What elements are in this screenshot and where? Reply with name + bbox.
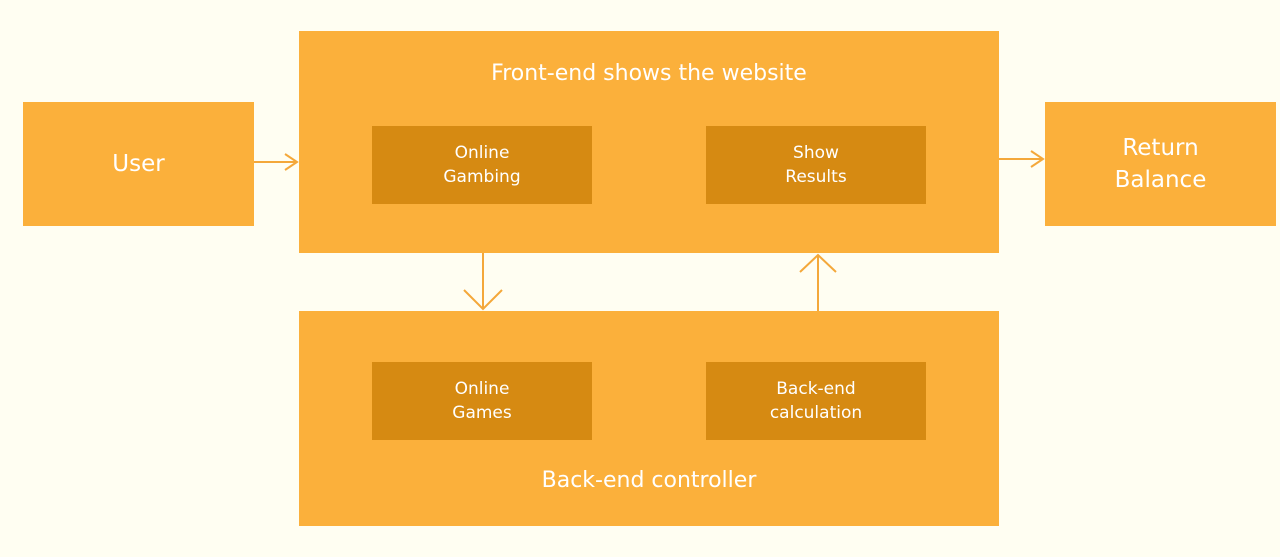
return-balance-label: Return Balance	[1114, 135, 1207, 193]
return-balance-box: Return Balance	[1045, 102, 1276, 226]
backend-calculation-label: Back-end calculation	[769, 379, 863, 423]
online-gambing-label: Online Gambing	[443, 143, 521, 187]
online-gambing-box: Online Gambing	[372, 126, 592, 204]
user-box: User	[23, 102, 254, 226]
online-games-label: Online Games	[452, 379, 512, 423]
frontend-box: Front-end shows the website Online Gambi…	[299, 31, 999, 253]
user-label: User	[112, 151, 165, 177]
arrow-backend-to-frontend	[799, 253, 837, 311]
backend-calculation-box: Back-end calculation	[706, 362, 926, 440]
arrow-user-to-frontend	[254, 153, 299, 171]
frontend-title: Front-end shows the website	[491, 61, 807, 86]
arrow-frontend-to-return-balance	[999, 150, 1045, 168]
online-games-box: Online Games	[372, 362, 592, 440]
arrow-frontend-to-backend	[463, 253, 503, 311]
backend-title: Back-end controller	[541, 468, 757, 493]
show-results-box: Show Results	[706, 126, 926, 204]
backend-box: Online Games Back-end calculation Back-e…	[299, 311, 999, 526]
show-results-label: Show Results	[785, 143, 847, 187]
